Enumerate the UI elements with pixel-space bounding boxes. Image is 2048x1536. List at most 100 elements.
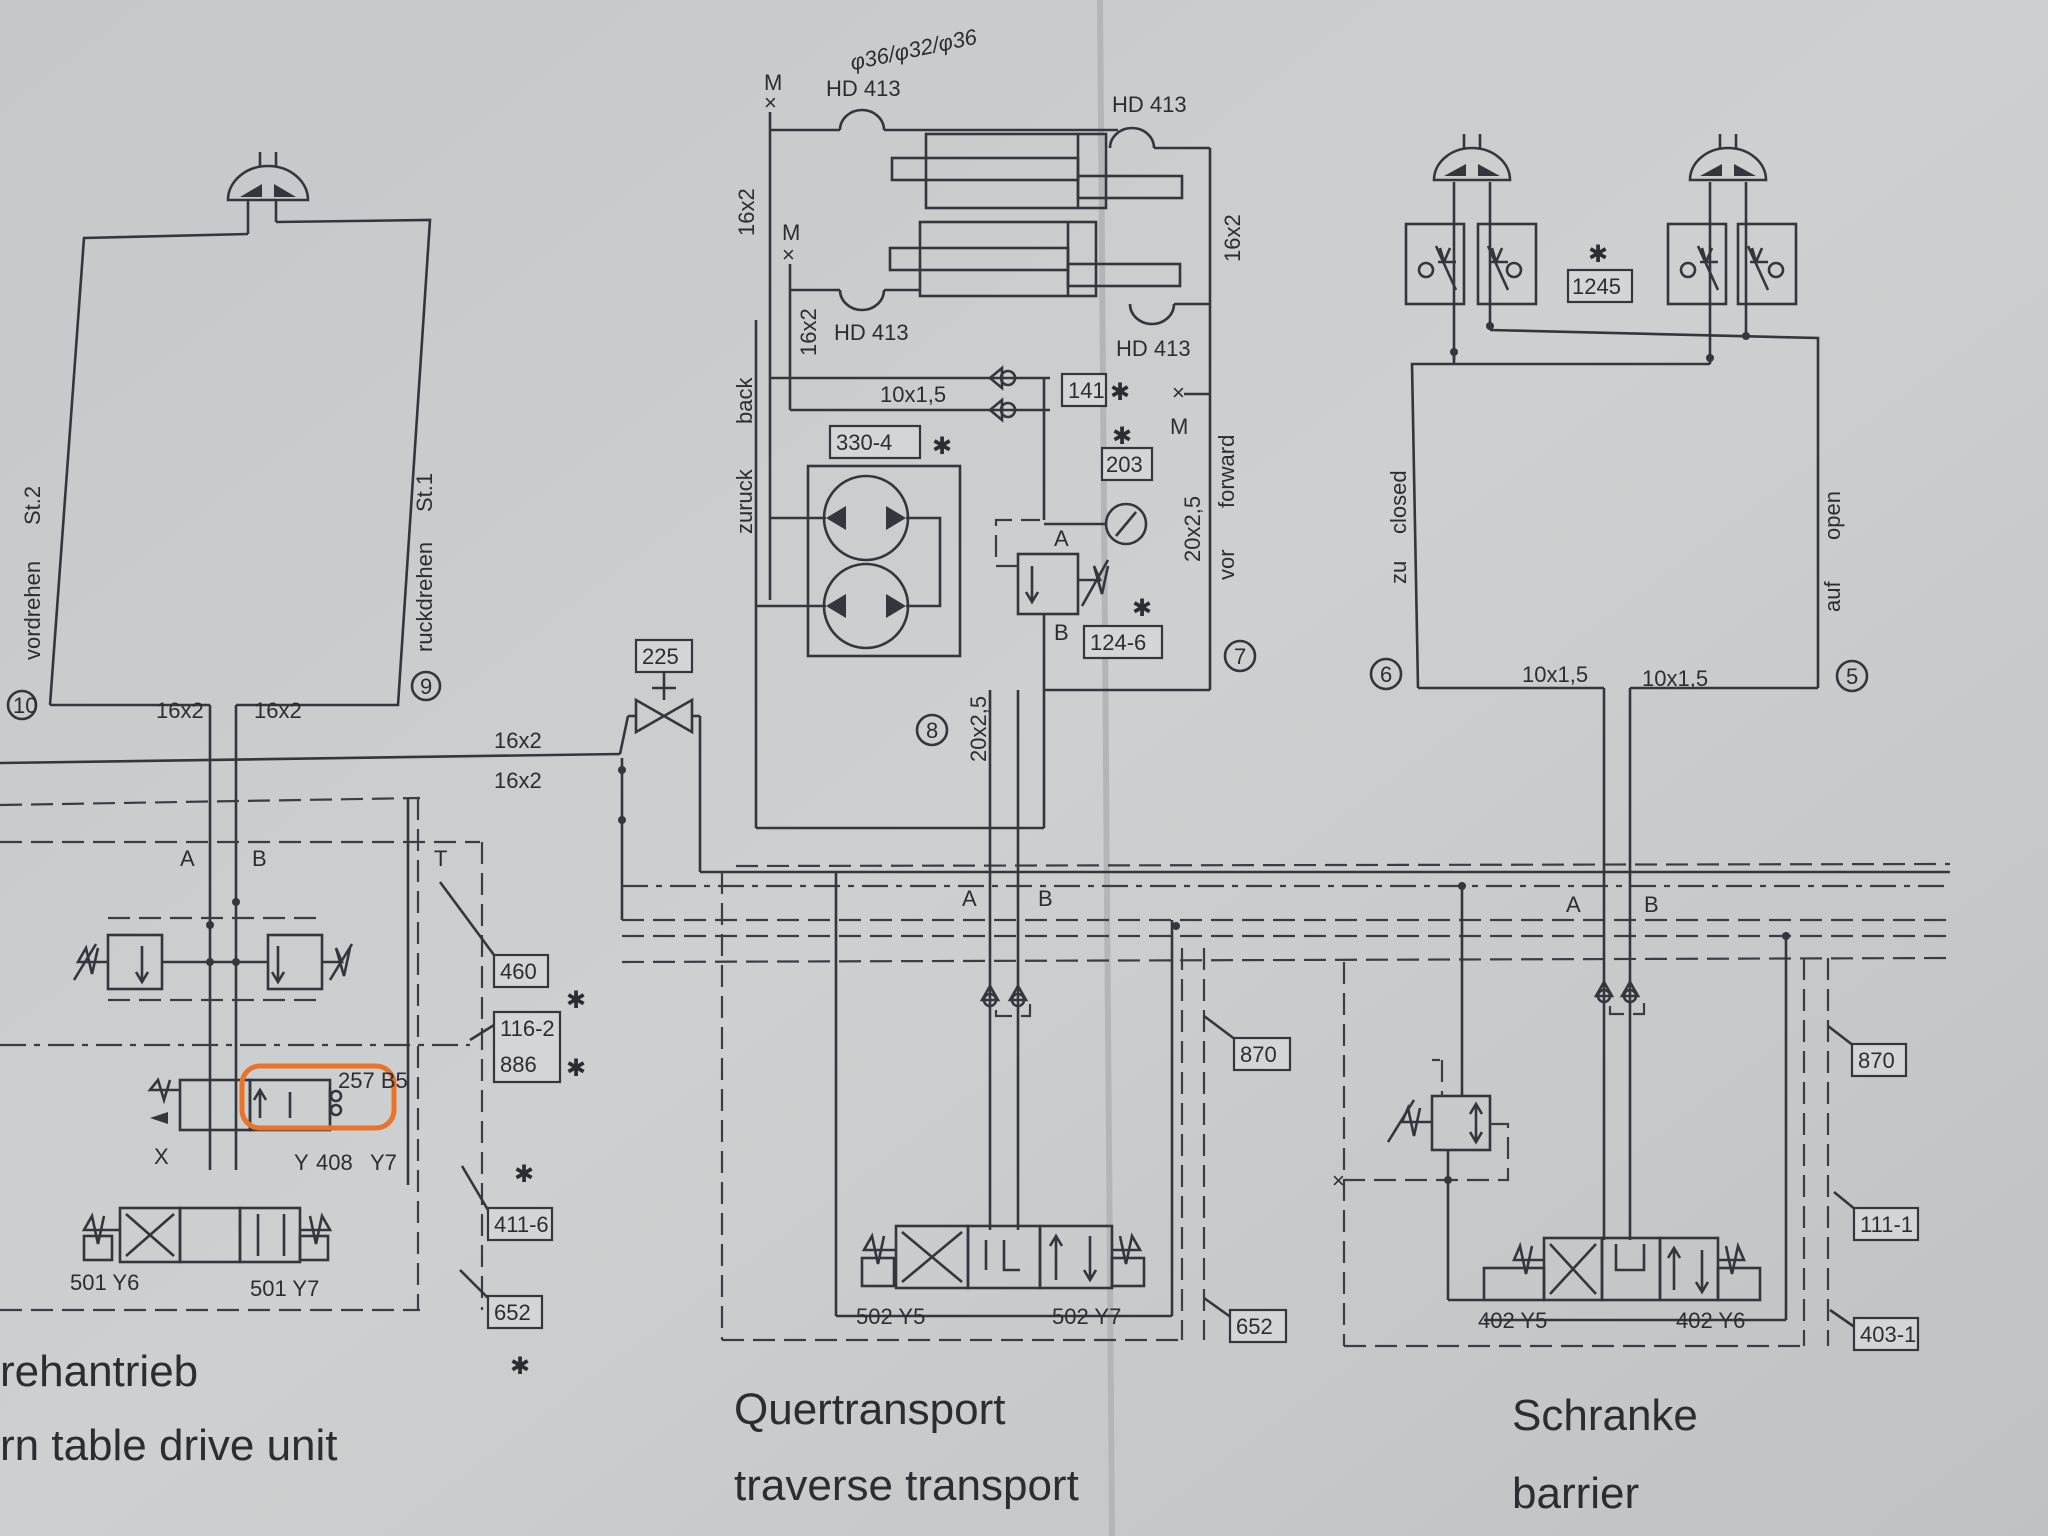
svg-text:✱: ✱ <box>566 987 586 1014</box>
part-330-4: 330-4 ✱ <box>828 424 952 460</box>
pressure-gauge <box>1044 502 1148 546</box>
label-st2: St.2 <box>20 486 45 525</box>
svg-text:10: 10 <box>13 693 37 718</box>
label-402-y5: 402 Y5 <box>1478 1308 1547 1333</box>
pipe-label-16-mid: 16x2 <box>796 308 821 356</box>
svg-text:870: 870 <box>1858 1048 1895 1073</box>
port-b-traverse: B <box>1038 886 1053 911</box>
svg-text:✱: ✱ <box>510 1353 530 1380</box>
part-124-6: 124-6 <box>1082 624 1164 660</box>
part-652: 652 <box>459 1269 544 1330</box>
port-y: Y <box>294 1150 309 1175</box>
label-zuruck: zuruck <box>732 468 757 534</box>
pressure-reducing-valve <box>994 518 1110 616</box>
label-zu: zu <box>1386 561 1411 584</box>
traverse-section: M × HD 413 HD 413 16x2 16x2 M × HD <box>618 70 1951 1510</box>
cylinder-label: HD 413 <box>1116 336 1191 361</box>
double-pump-motor <box>756 464 962 658</box>
cylinder-label: HD 413 <box>1112 92 1187 117</box>
svg-text:8: 8 <box>926 718 938 743</box>
pipe-label-10-right: 10x1,5 <box>1642 666 1708 691</box>
svg-text:5: 5 <box>1846 664 1858 689</box>
port-a-barrier: A <box>1566 892 1581 917</box>
svg-text:411-6: 411-6 <box>494 1212 549 1237</box>
svg-text:111-1: 111-1 <box>1860 1212 1913 1237</box>
label-ruckdrehen: ruckdrehen <box>412 542 437 652</box>
label-y7: Y7 <box>370 1150 397 1175</box>
label-502-y7: 502 Y7 <box>1052 1304 1121 1329</box>
pipe-label: 16x2 <box>494 768 542 793</box>
svg-text:✱: ✱ <box>566 1055 586 1082</box>
svg-text:×: × <box>764 90 777 115</box>
barrier-motor-right <box>1688 134 1768 182</box>
svg-text:652: 652 <box>494 1300 531 1325</box>
directional-valve-402 <box>1482 1236 1762 1302</box>
part-203: ✱203 <box>1100 423 1154 482</box>
port-m-mid: M <box>782 220 800 245</box>
part-870-right: 870 <box>1827 1024 1908 1078</box>
svg-text:1245: 1245 <box>1572 274 1621 299</box>
svg-text:652: 652 <box>1236 1314 1273 1339</box>
label-402-y6: 402 Y6 <box>1676 1308 1745 1333</box>
label-257-b5: 257 B5 <box>338 1068 408 1093</box>
port-m-right: M <box>1170 414 1188 439</box>
barrier-section: ✱ 1245 zu closed auf open 6 5 10x1,5 10x… <box>1332 134 1920 1518</box>
pipe-label-16-left: 16x2 <box>734 188 759 236</box>
label-vordrehen: vordrehen <box>20 561 45 660</box>
pipe-label-20: 20x2,5 <box>1180 496 1205 562</box>
part-652-mid: 652 <box>1203 1296 1288 1344</box>
part-411-6: 411-6 <box>460 1165 554 1242</box>
port-a: A <box>180 846 195 871</box>
title-turntable-en: rn table drive unit <box>0 1421 338 1470</box>
svg-text:203: 203 <box>1106 452 1143 477</box>
label-auf: auf <box>1820 581 1845 612</box>
port-b-reducer: B <box>1054 620 1069 645</box>
pipe-label-10-left: 10x1,5 <box>1522 662 1588 687</box>
paper-fold <box>1097 0 1115 1536</box>
hydraulic-cylinder-2 <box>888 220 1182 298</box>
svg-text:×: × <box>782 242 795 267</box>
port-a-reducer: A <box>1054 526 1069 551</box>
svg-text:9: 9 <box>420 674 432 699</box>
check-valves-barrier <box>1593 979 1646 1016</box>
shutoff-valve-225: 225 <box>634 638 694 735</box>
svg-text:×: × <box>1332 1168 1345 1193</box>
pipe-label-20-lower: 20x2,5 <box>966 696 991 762</box>
circle-5: 5 <box>1835 659 1869 693</box>
part-1245: 1245 <box>1566 268 1634 304</box>
turntable-section: vordrehen St.2 ruckdrehen St.1 10 9 16x2… <box>0 152 621 1470</box>
part-111-1: 111-1 <box>1833 1190 1920 1242</box>
svg-text:✱: ✱ <box>932 433 952 460</box>
hydraulic-cylinder-1 <box>890 132 1184 210</box>
svg-text:403-1: 403-1 <box>1860 1322 1916 1347</box>
label-closed: closed <box>1386 470 1411 534</box>
svg-text:✱: ✱ <box>1112 423 1132 450</box>
asterisk-marks: ✱ ✱ ✱ ✱ <box>510 987 586 1380</box>
part-460: 460 <box>438 881 550 989</box>
label-open: open <box>1820 491 1845 540</box>
pipe-label-10: 10x1,5 <box>880 382 946 407</box>
port-b: B <box>252 846 267 871</box>
svg-text:6: 6 <box>1380 662 1392 687</box>
title-turntable-de: rehantrieb <box>0 1347 198 1396</box>
part-141: 141✱ <box>1060 372 1130 408</box>
title-traverse-en: traverse transport <box>734 1461 1079 1510</box>
port-x: X <box>154 1144 169 1169</box>
svg-text:141: 141 <box>1068 378 1105 403</box>
label-forward: forward <box>1214 435 1239 508</box>
svg-text:330-4: 330-4 <box>836 430 892 455</box>
directional-valve-408 <box>147 1077 343 1132</box>
port-t: T <box>434 846 447 871</box>
circle-8: 8 <box>915 713 949 747</box>
asterisk: ✱ <box>1132 595 1152 622</box>
svg-text:116-2: 116-2 <box>500 1016 555 1041</box>
title-traverse-de: Quertransport <box>734 1385 1005 1434</box>
cylinder-label: HD 413 <box>834 320 909 345</box>
circle-9: 9 <box>410 670 442 702</box>
label-vor: vor <box>1214 549 1239 580</box>
highlight-marker <box>239 1063 397 1131</box>
svg-text:×: × <box>1172 380 1185 405</box>
directional-valve-502 <box>860 1224 1146 1290</box>
label-501-y6: 501 Y6 <box>70 1270 139 1295</box>
